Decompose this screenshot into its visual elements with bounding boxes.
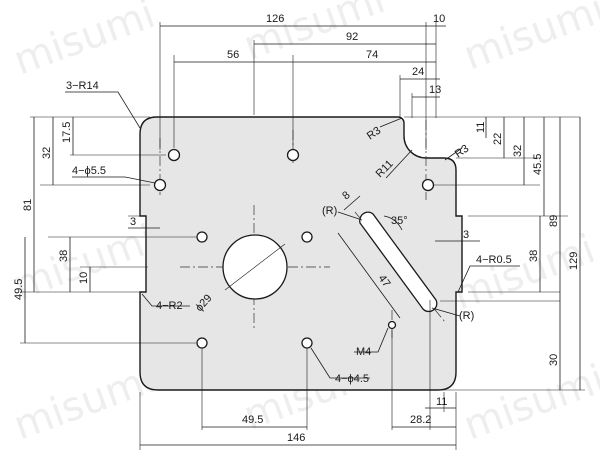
- dim-slot-r-top: (R): [322, 205, 337, 217]
- dim-10-left: 10: [78, 272, 90, 284]
- dim-56: 56: [227, 49, 239, 61]
- dim-49-5-left: 49.5: [13, 279, 25, 300]
- dim-45-5: 45.5: [532, 154, 544, 175]
- slot-dimensions: (R) 8 35° 47 (R) M4: [322, 189, 474, 358]
- bottom-dimensions: 4−ϕ4.5 49.5 28.2 11 146: [139, 300, 457, 450]
- m4-tapped-hole: [387, 320, 397, 330]
- svg-text:misumi: misumi: [458, 0, 600, 79]
- dim-11-bottom: 11: [436, 396, 447, 408]
- dim-3-right: 3: [463, 229, 469, 241]
- hole-inner-top-right: [301, 231, 313, 243]
- svg-text:misumi: misumi: [8, 356, 161, 449]
- dim-38-right: 38: [528, 250, 540, 262]
- svg-text:misumi: misumi: [448, 226, 600, 319]
- hole-inner-top-left: [196, 231, 208, 243]
- dim-89: 89: [548, 215, 560, 227]
- dim-slot-r-bottom: (R): [459, 310, 474, 322]
- dim-49-5-bottom: 49.5: [242, 414, 263, 426]
- dim-11-right: 11: [475, 122, 487, 133]
- dim-3-left: 3: [130, 216, 136, 228]
- dim-4-phi5-5: 4−ϕ5.5: [72, 165, 106, 177]
- dim-32-right: 32: [512, 145, 524, 157]
- dim-30: 30: [548, 354, 560, 366]
- dim-17-5: 17.5: [61, 122, 73, 143]
- dim-38-left: 38: [58, 250, 70, 262]
- dim-126: 126: [266, 13, 284, 25]
- dim-22: 22: [492, 133, 504, 145]
- dim-4-phi4-5: 4−ϕ4.5: [335, 373, 369, 385]
- dim-81: 81: [22, 199, 34, 211]
- plate-outline: [139, 116, 463, 391]
- dim-3-r14: 3−R14: [66, 80, 99, 92]
- angled-slot: [359, 211, 438, 313]
- dim-74: 74: [366, 49, 378, 61]
- dim-4-r0-5: 4−R0.5: [476, 254, 512, 266]
- dim-10-top: 10: [433, 13, 445, 25]
- bore-diameter-line: [224, 243, 286, 291]
- dim-92: 92: [346, 31, 358, 43]
- hole-top-mid: [286, 148, 300, 162]
- dim-24: 24: [412, 66, 424, 78]
- hole-right-mid: [421, 178, 435, 192]
- svg-text:misumi: misumi: [8, 216, 161, 309]
- hole-inner-bottom-left: [196, 337, 208, 349]
- dim-4-r2: 4−R2: [156, 300, 183, 312]
- hole-left-mid: [153, 178, 167, 192]
- dim-146: 146: [287, 432, 305, 444]
- dim-13: 13: [429, 84, 441, 96]
- dim-32-left: 32: [41, 147, 53, 159]
- hole-top-left: [167, 148, 181, 162]
- hole-inner-bottom-right: [301, 337, 313, 349]
- top-dimensions: 126 10 92 56 74 24 13: [159, 13, 446, 150]
- dim-129: 129: [568, 252, 580, 270]
- dim-m4: M4: [356, 346, 371, 358]
- svg-text:misumi: misumi: [458, 356, 600, 449]
- svg-text:misumi: misumi: [8, 0, 161, 84]
- dim-slot-35deg: 35°: [391, 215, 408, 227]
- dim-slot-47: 47: [376, 273, 393, 290]
- dim-28-2: 28.2: [410, 414, 431, 426]
